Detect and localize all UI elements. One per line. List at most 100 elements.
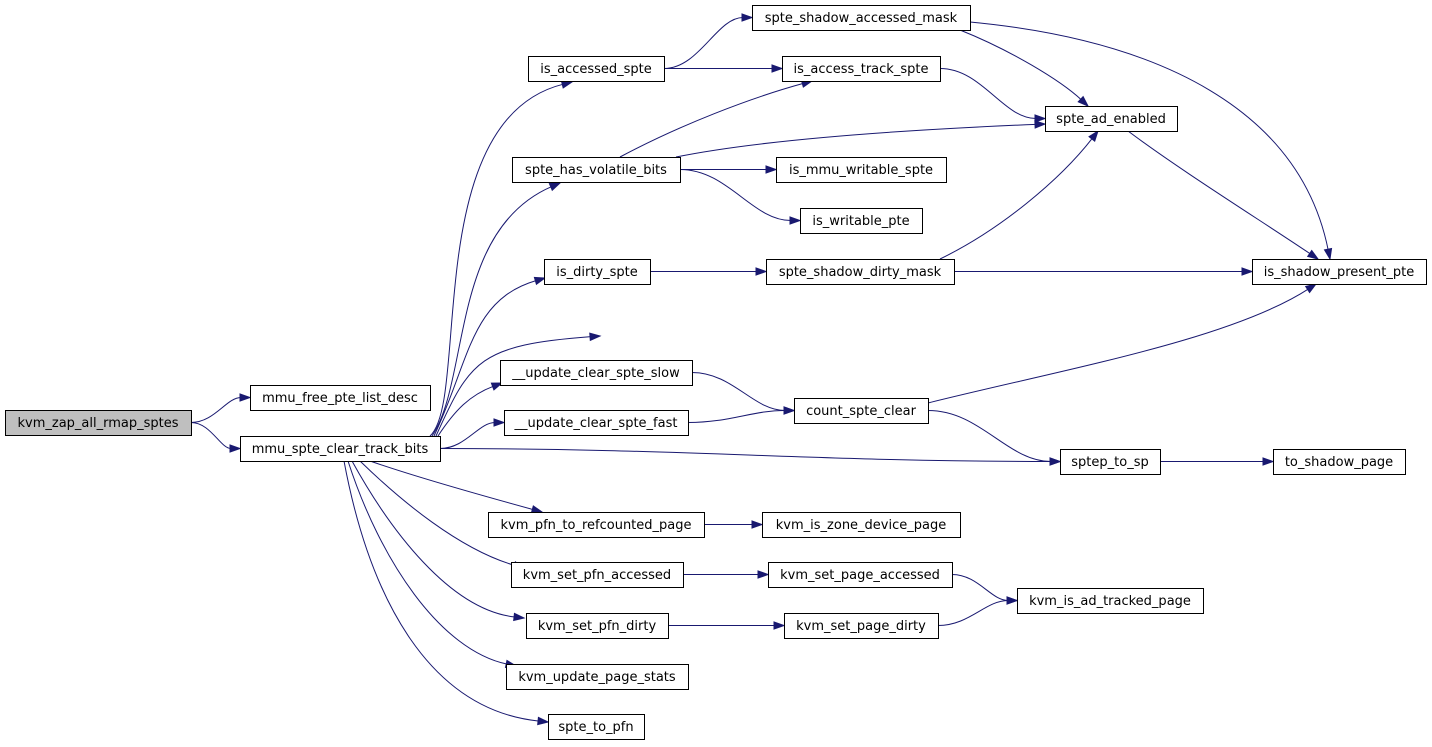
edge-arrowhead	[533, 276, 547, 286]
node-label: kvm_is_ad_tracked_page	[1029, 594, 1191, 609]
node-box	[526, 613, 669, 639]
edge-line	[343, 460, 540, 722]
edge-mmu-spte-clear-track-bits-to-update-clear-spte-fast	[439, 418, 506, 449]
edge-mmu-spte-clear-track-bits-to-sptep-to-sp	[439, 448, 1062, 466]
node-box	[800, 208, 923, 234]
node-box	[240, 436, 441, 462]
edge-is-dirty-spte-to-spte-shadow-dirty-mask	[649, 267, 768, 276]
node-box	[782, 56, 941, 82]
edge-arrowhead	[490, 382, 504, 391]
node-box	[250, 385, 431, 411]
node-label: spte_ad_enabled	[1056, 112, 1166, 127]
edge-arrowhead	[530, 505, 544, 514]
node-update-clear-spte-slow[interactable]: __update_clear_spte_slow	[500, 360, 693, 386]
node-kvm-update-page-stats[interactable]: kvm_update_page_stats	[506, 664, 689, 690]
edge-is-access-track-spte-to-spte-ad-enabled	[939, 68, 1047, 123]
edge-spte-has-volatile-bits-to-is-mmu-writable-spte	[680, 165, 778, 174]
node-label: count_spte_clear	[806, 404, 917, 419]
node-is-dirty-spte[interactable]: is_dirty_spte	[544, 259, 651, 285]
node-box	[1045, 106, 1178, 132]
edge-arrowhead	[771, 64, 784, 73]
edge-line	[435, 336, 592, 437]
edge-count-spte-clear-to-is-shadow-present-pte	[927, 283, 1318, 404]
node-label: is_mmu_writable_spte	[789, 163, 933, 178]
node-is-access-track-spte[interactable]: is_access_track_spte	[782, 56, 941, 82]
edge-spte-shadow-dirty-mask-to-is-shadow-present-pte	[953, 267, 1254, 276]
node-label: kvm_pfn_to_refcounted_page	[500, 518, 691, 533]
node-box	[5, 410, 192, 436]
node-to-shadow-page[interactable]: to_shadow_page	[1273, 449, 1406, 475]
node-spte-has-volatile-bits[interactable]: spte_has_volatile_bits	[512, 157, 681, 183]
node-label: to_shadow_page	[1285, 455, 1393, 470]
edge-line	[351, 460, 516, 618]
node-kvm-set-pfn-dirty[interactable]: kvm_set_pfn_dirty	[526, 613, 669, 639]
node-kvm-is-ad-tracked-page[interactable]: kvm_is_ad_tracked_page	[1017, 588, 1204, 614]
node-box	[548, 714, 645, 740]
node-label: kvm_zap_all_rmap_sptes	[17, 416, 178, 431]
edge-arrowhead	[755, 267, 768, 276]
node-spte-to-pfn[interactable]: spte_to_pfn	[548, 714, 645, 740]
node-label: is_accessed_spte	[540, 62, 652, 77]
node-spte-ad-enabled[interactable]: spte_ad_enabled	[1045, 106, 1178, 132]
node-kvm-pfn-to-refcounted-page[interactable]: kvm_pfn_to_refcounted_page	[488, 512, 705, 538]
edge-mmu-spte-clear-track-bits-to-kvm-set-pfn-dirty	[351, 460, 526, 622]
edge-arrowhead	[1034, 114, 1047, 123]
node-label: mmu_free_pte_list_desc	[262, 391, 418, 406]
node-update-clear-spte-fast[interactable]: __update_clear_spte_fast	[504, 410, 689, 436]
edge-spte-shadow-dirty-mask-to-spte-ad-enabled	[939, 129, 1099, 260]
node-box	[768, 562, 953, 588]
edge-mmu-spte-clear-track-bits-to-spte-has-volatile-bits	[431, 182, 562, 437]
edge-spte-has-volatile-bits-to-is-writable-pte	[679, 169, 802, 225]
node-label: kvm_is_zone_device_page	[776, 518, 946, 533]
node-label: __update_clear_spte_fast	[514, 416, 678, 431]
node-label: spte_to_pfn	[558, 720, 633, 735]
node-is-mmu-writable-spte[interactable]: is_mmu_writable_spte	[776, 157, 947, 183]
node-kvm-set-pfn-accessed[interactable]: kvm_set_pfn_accessed	[511, 562, 684, 588]
node-kvm-is-zone-device-page[interactable]: kvm_is_zone_device_page	[762, 512, 961, 538]
edge-arrowhead	[589, 332, 602, 342]
node-count-spte-clear[interactable]: count_spte_clear	[794, 398, 929, 424]
node-box	[776, 157, 947, 183]
node-kvm-zap-all-rmap-sptes[interactable]: kvm_zap_all_rmap_sptes	[5, 410, 192, 436]
node-box	[794, 398, 929, 424]
edge-spte-shadow-accessed-mask-to-is-shadow-present-pte	[969, 21, 1333, 261]
edge-line	[190, 397, 242, 423]
node-is-shadow-present-pte[interactable]: is_shadow_present_pte	[1252, 259, 1427, 285]
edge-kvm-zap-all-rmap-sptes-to-mmu-spte-clear-track-bits	[190, 422, 242, 453]
edge-line	[939, 68, 1037, 119]
edge-kvm-zap-all-rmap-sptes-to-mmu-free-pte-list-desc	[190, 393, 252, 423]
node-spte-shadow-accessed-mask[interactable]: spte_shadow_accessed_mask	[752, 5, 971, 31]
node-label: kvm_set_pfn_accessed	[523, 568, 671, 583]
node-box	[506, 664, 689, 690]
node-is-writable-pte[interactable]: is_writable_pte	[800, 208, 923, 234]
edge-line	[347, 460, 508, 665]
edge-line	[951, 574, 1009, 601]
edge-line	[439, 448, 1052, 462]
edge-arrowhead	[1049, 457, 1062, 466]
edge-spte-ad-enabled-to-is-shadow-present-pte	[1127, 130, 1320, 260]
edge-line	[429, 83, 564, 437]
edge-line	[675, 123, 1037, 158]
node-box	[762, 512, 961, 538]
edge-mmu-spte-clear-track-bits-to-spte-to-pfn	[343, 460, 550, 726]
edge-mmu-spte-clear-track-bits-to-update-clear-spte-slow	[437, 382, 504, 437]
edge-line	[619, 82, 804, 158]
edge-line	[359, 460, 516, 567]
node-kvm-set-page-accessed[interactable]: kvm_set_page_accessed	[768, 562, 953, 588]
node-label: kvm_set_page_dirty	[796, 619, 926, 634]
node-mmu-free-pte-list-desc[interactable]: mmu_free_pte_list_desc	[250, 385, 431, 411]
node-spte-shadow-dirty-mask[interactable]: spte_shadow_dirty_mask	[766, 259, 955, 285]
node-box	[1273, 449, 1406, 475]
edge-spte-shadow-accessed-mask-to-spte-ad-enabled	[959, 29, 1090, 108]
node-is-accessed-spte[interactable]: is_accessed_spte	[528, 56, 665, 82]
edge-mmu-spte-clear-track-bits-to-is-dirty-spte	[433, 276, 547, 437]
node-kvm-set-page-dirty[interactable]: kvm_set_page_dirty	[784, 613, 939, 639]
edge-line	[1127, 130, 1311, 255]
edge-line	[439, 422, 496, 449]
edge-arrowhead	[1323, 247, 1333, 261]
node-sptep-to-sp[interactable]: sptep_to_sp	[1060, 449, 1161, 475]
node-mmu-spte-clear-track-bits[interactable]: mmu_spte_clear_track_bits	[240, 436, 441, 462]
node-label: spte_shadow_dirty_mask	[779, 265, 942, 280]
edge-arrowhead	[741, 13, 754, 22]
node-box	[500, 360, 693, 386]
